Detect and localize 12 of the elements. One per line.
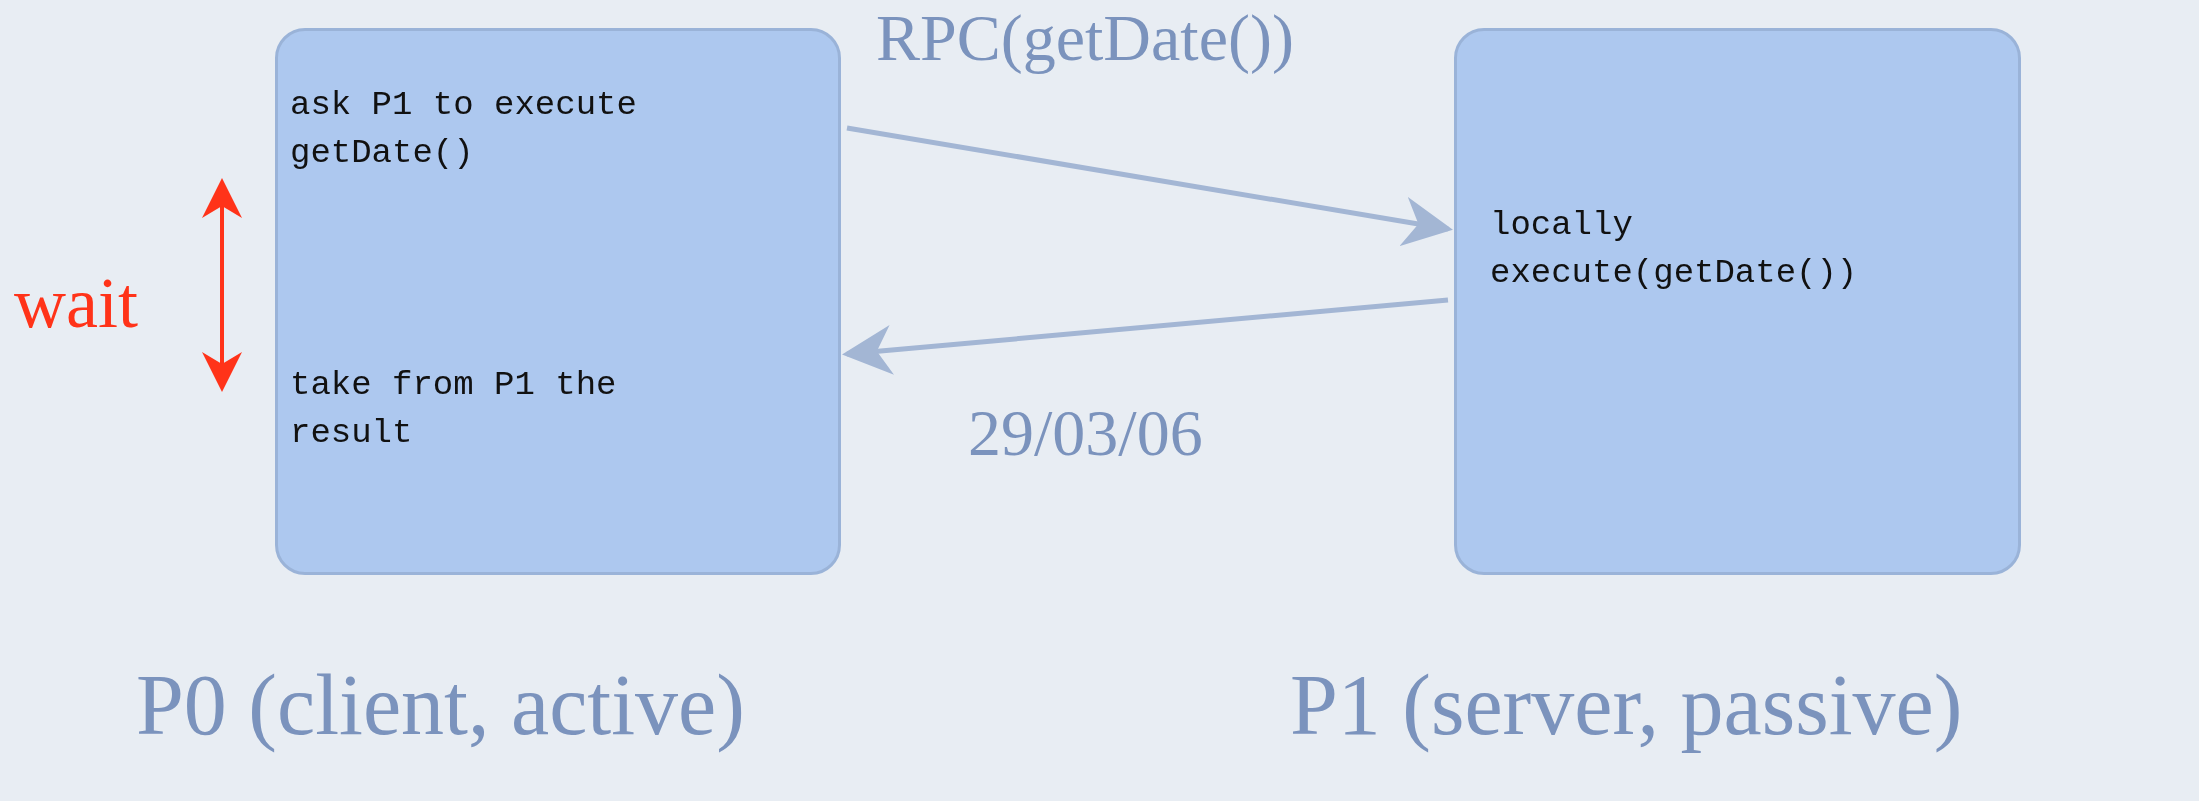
edge-label: 29/03/06 [968, 395, 1203, 471]
arrow [842, 297, 1449, 375]
node-label: P0 (client, active) [136, 656, 745, 755]
node-text: take from P1 the result [290, 365, 618, 454]
node-text: locally execute(getDate()) [1490, 205, 1859, 294]
arrow [846, 125, 1453, 247]
edge-label: RPC(getDate()) [876, 0, 1294, 76]
note: wait [14, 262, 138, 345]
process-box [1454, 28, 2021, 575]
process-box [275, 28, 841, 575]
node-text: ask P1 to execute getDate() [290, 85, 638, 174]
node-label: P1 (server, passive) [1290, 656, 1963, 755]
